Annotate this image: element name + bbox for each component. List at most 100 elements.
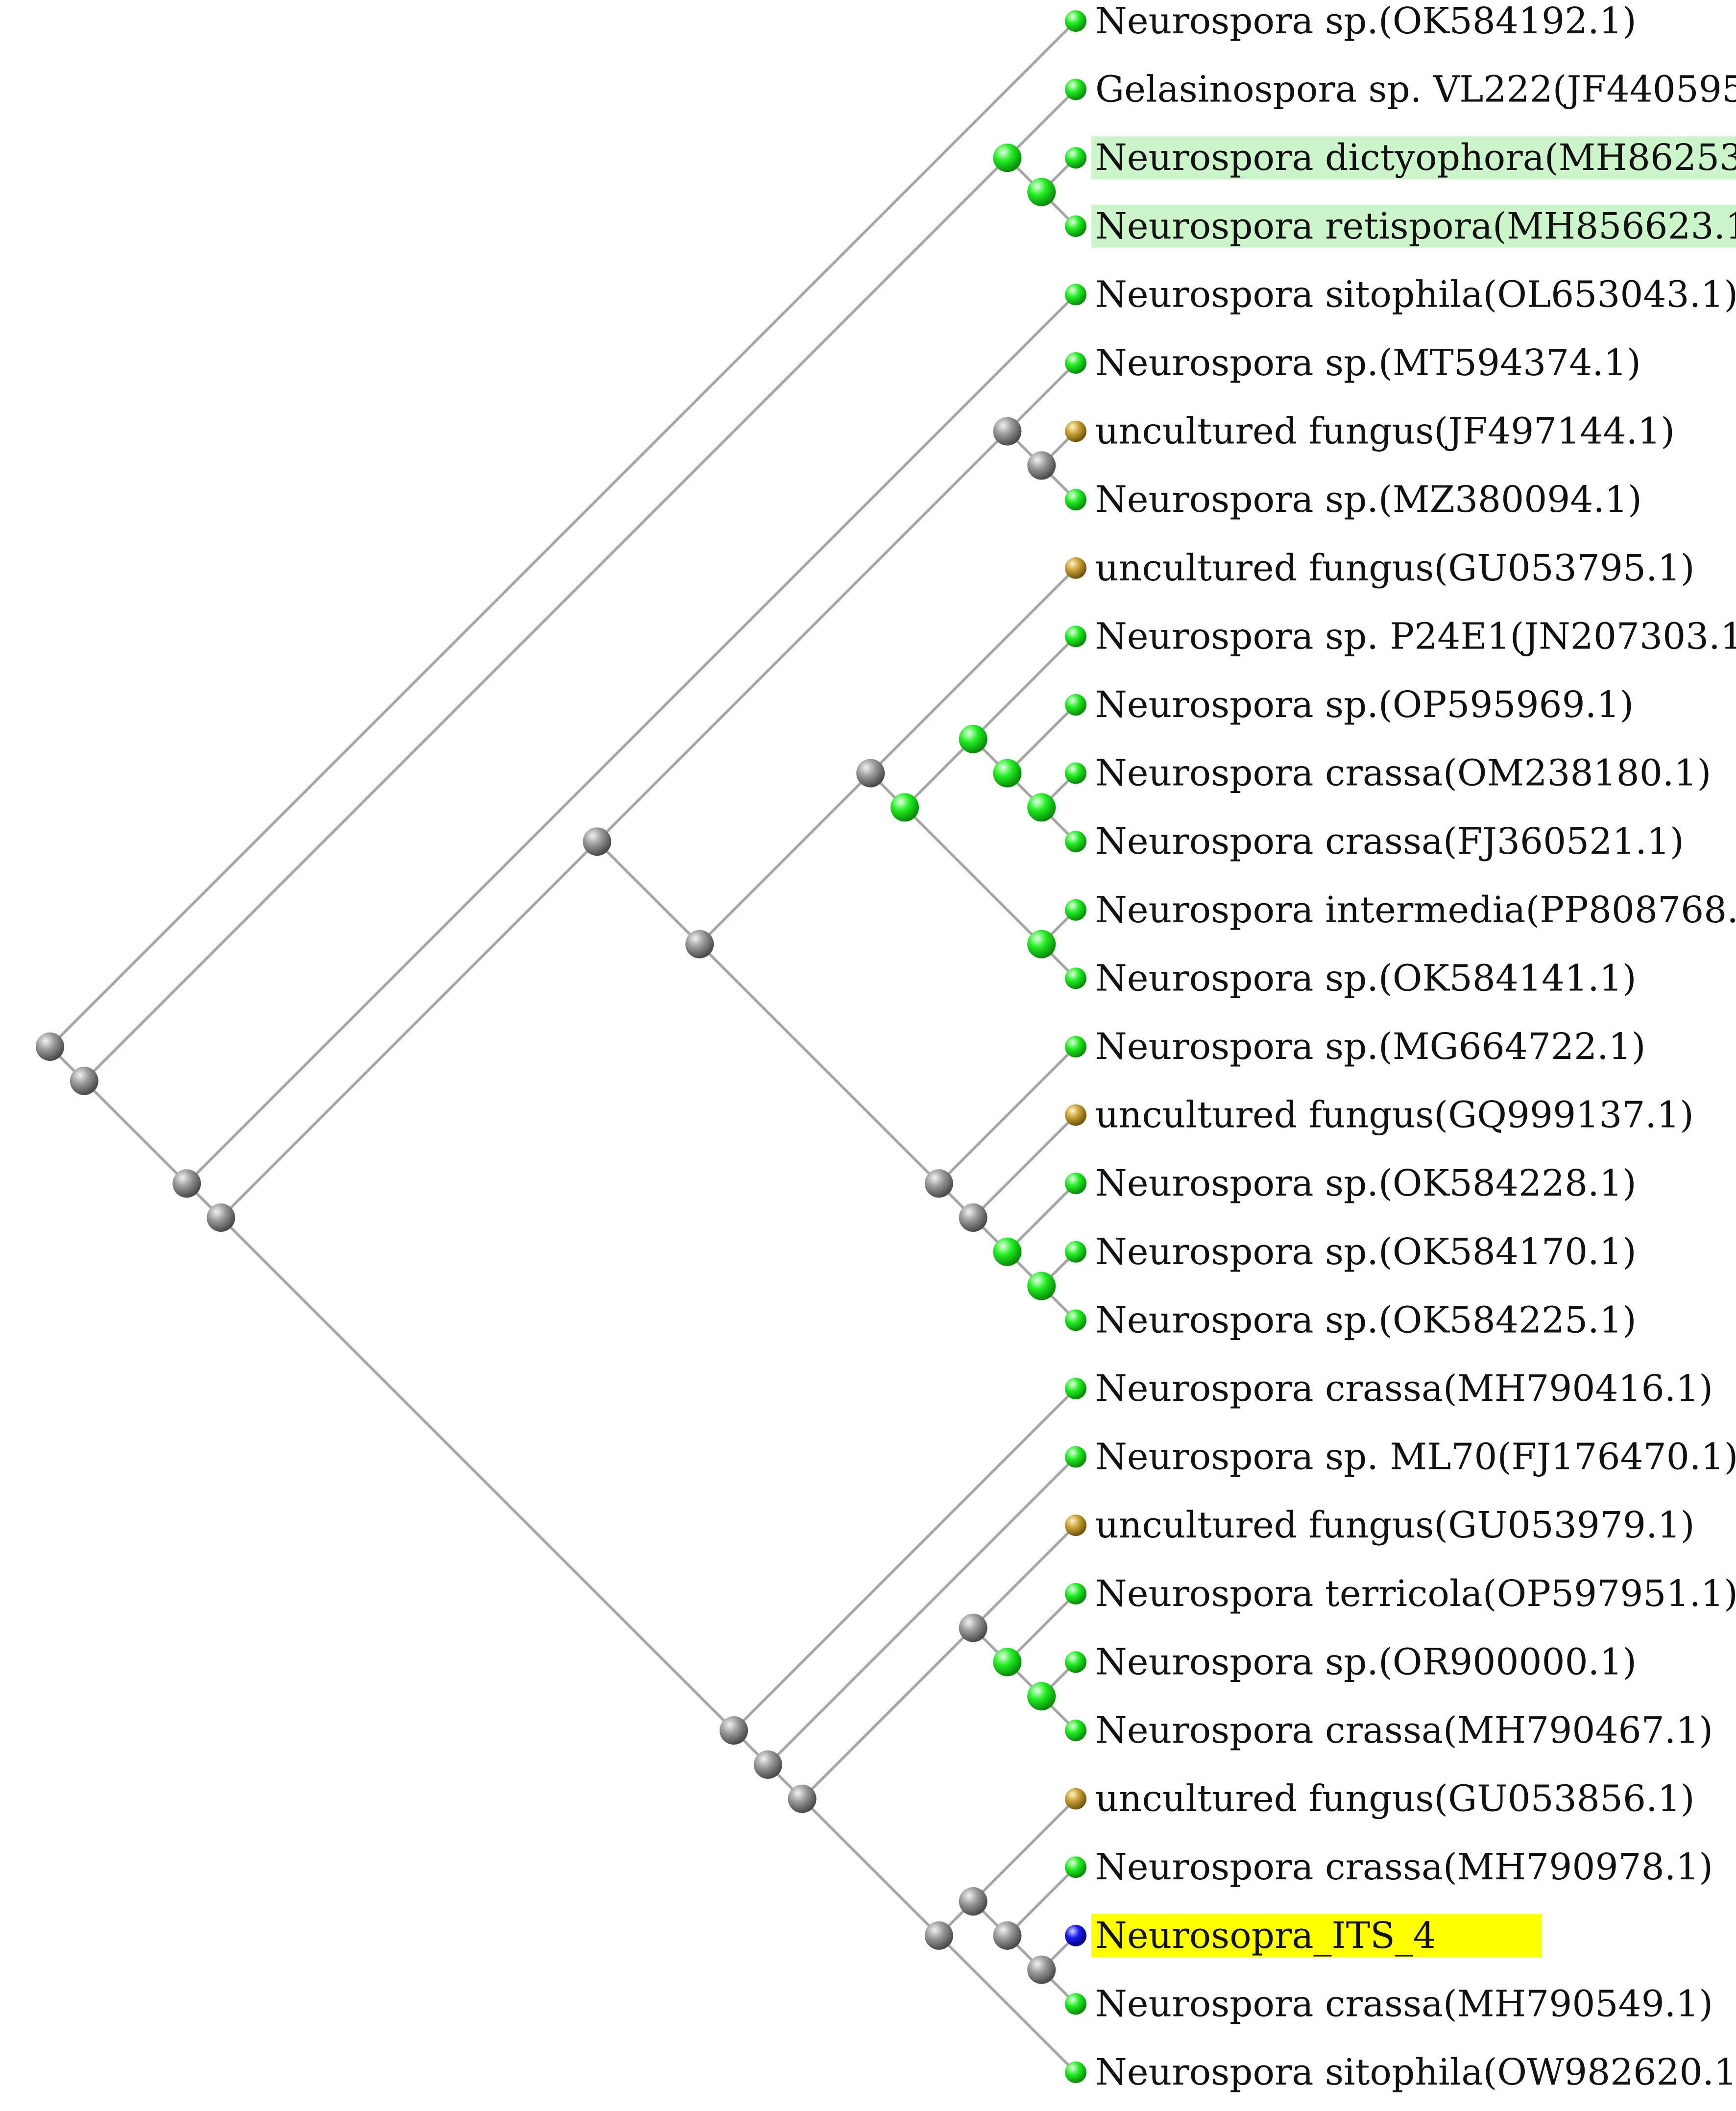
internal-node-N3[interactable]: [172, 1169, 201, 1198]
internal-node-NK[interactable]: [1027, 1682, 1056, 1711]
leaf-label[interactable]: Neurosopra_ITS_4: [1095, 1915, 1436, 1957]
leaf-label[interactable]: Gelasinospora sp. VL222(JF440595.1): [1095, 69, 1736, 111]
leaf-label[interactable]: uncultured fungus(JF497144.1): [1095, 410, 1675, 453]
internal-node-N9[interactable]: [856, 759, 885, 788]
internal-node-N17[interactable]: [959, 1887, 988, 1916]
leaf-node[interactable]: [1065, 762, 1086, 784]
branch-N4-N5: [219, 840, 599, 1219]
internal-node-N18[interactable]: [993, 1921, 1022, 1950]
leaf-label[interactable]: Neurospora sp.(MZ380094.1): [1095, 479, 1642, 521]
leaf-node[interactable]: [1065, 78, 1086, 100]
leaf-highlight: [1091, 136, 1736, 180]
leaf-label[interactable]: Neurospora sp.(OK584170.1): [1095, 1231, 1637, 1273]
leaf-label[interactable]: uncultured fungus(GQ999137.1): [1095, 1094, 1694, 1136]
leaf-node[interactable]: [1065, 1924, 1086, 1946]
branch-N4-N11: [219, 1216, 735, 1732]
leaf-label[interactable]: Neurospora sp.(OK584141.1): [1095, 957, 1637, 999]
branch-N3-L5: [185, 293, 1077, 1185]
internal-node-NF[interactable]: [1027, 793, 1056, 822]
leaf-node[interactable]: [1065, 2062, 1086, 2083]
leaf-node[interactable]: [1065, 10, 1086, 32]
leaf-label[interactable]: Neurospora sp. P24E1(JN207303.1): [1095, 615, 1736, 657]
internal-node-NB[interactable]: [1027, 178, 1056, 206]
leaf-node[interactable]: [1065, 1378, 1086, 1399]
leaf-label[interactable]: Neurospora crassa(MH790416.1): [1095, 1367, 1713, 1410]
leaf-label[interactable]: Neurospora crassa(FJ360521.1): [1095, 820, 1684, 863]
leaf-label[interactable]: Neurospora sp.(MT594374.1): [1095, 342, 1641, 384]
leaf-node[interactable]: [1065, 1720, 1086, 1741]
leaf-label[interactable]: Neurospora retispora(MH856623.1): [1095, 205, 1736, 247]
leaf-label[interactable]: uncultured fungus(GU053979.1): [1095, 1504, 1695, 1546]
leaf-node[interactable]: [1065, 420, 1086, 442]
internal-node-NE[interactable]: [993, 759, 1022, 788]
leaf-node[interactable]: [1065, 147, 1086, 169]
leaf-node[interactable]: [1065, 899, 1086, 921]
internal-node-NI[interactable]: [1027, 1271, 1056, 1300]
leaf-node[interactable]: [1065, 967, 1086, 989]
internal-node-N4[interactable]: [207, 1203, 235, 1232]
branch-N11-L21: [732, 1387, 1077, 1732]
leaf-node[interactable]: [1065, 1993, 1086, 2015]
branch-N17-L27: [971, 1797, 1077, 1903]
leaf-node[interactable]: [1065, 352, 1086, 374]
leaf-label[interactable]: uncultured fungus(GU053795.1): [1095, 547, 1695, 589]
internal-node-N16[interactable]: [924, 1921, 953, 1950]
leaf-label[interactable]: Neurospora terricola(OP597951.1): [1095, 1573, 1736, 1615]
leaf-node[interactable]: [1065, 625, 1086, 648]
leaf-label[interactable]: Neurospora dictyophora(MH862539.1): [1095, 137, 1736, 179]
internal-node-N2[interactable]: [70, 1066, 98, 1095]
leaf-node[interactable]: [1065, 489, 1086, 511]
internal-node-N13[interactable]: [753, 1750, 782, 1779]
internal-node-NC[interactable]: [891, 793, 919, 822]
leaf-node[interactable]: [1065, 1651, 1086, 1673]
leaf-label[interactable]: Neurospora crassa(MH790549.1): [1095, 1983, 1713, 2025]
leaf-node[interactable]: [1065, 1446, 1086, 1468]
leaf-label[interactable]: Neurospora sitophila(OW982620.1): [1095, 2051, 1736, 2093]
leaf-node[interactable]: [1065, 215, 1086, 237]
leaf-label[interactable]: uncultured fungus(GU053856.1): [1095, 1778, 1695, 1820]
leaf-node[interactable]: [1065, 1309, 1086, 1331]
internal-node-N19[interactable]: [1027, 1955, 1056, 1984]
leaf-node[interactable]: [1065, 1241, 1086, 1263]
internal-node-NG[interactable]: [1027, 930, 1056, 959]
internal-node-N5[interactable]: [582, 827, 611, 856]
branch-N18-L28: [1006, 1866, 1077, 1937]
leaf-node[interactable]: [1065, 831, 1086, 853]
leaf-label[interactable]: Neurospora sp.(OK584225.1): [1095, 1299, 1637, 1341]
internal-node-N15[interactable]: [959, 1613, 988, 1642]
leaf-node[interactable]: [1065, 1036, 1086, 1057]
leaf-node[interactable]: [1065, 1583, 1086, 1605]
leaf-label[interactable]: Neurospora crassa(OM238180.1): [1095, 752, 1711, 794]
internal-node-N6[interactable]: [993, 417, 1022, 446]
leaf-label[interactable]: Neurospora sp.(MG664722.1): [1095, 1026, 1646, 1068]
leaf-node[interactable]: [1065, 1788, 1086, 1810]
internal-node-NJ[interactable]: [993, 1648, 1022, 1677]
leaf-label[interactable]: Neurospora sp. ML70(FJ176470.1): [1095, 1436, 1736, 1478]
leaf-node[interactable]: [1065, 1104, 1086, 1126]
internal-node-N12[interactable]: [959, 1203, 988, 1232]
leaf-node[interactable]: [1065, 1173, 1086, 1195]
leaf-label[interactable]: Neurospora crassa(MH790978.1): [1095, 1846, 1713, 1888]
leaf-node[interactable]: [1065, 1514, 1086, 1536]
leaf-label[interactable]: Neurospora sp.(OK584192.1): [1095, 0, 1637, 42]
leaf-label[interactable]: Neurospora sitophila(OL653043.1): [1095, 273, 1736, 315]
internal-node-R[interactable]: [36, 1032, 64, 1061]
internal-node-N10[interactable]: [924, 1169, 953, 1198]
internal-node-N11[interactable]: [720, 1716, 748, 1745]
leaf-node[interactable]: [1065, 284, 1086, 306]
leaf-label[interactable]: Neurospora sp.(OP595969.1): [1095, 684, 1634, 726]
internal-node-NH[interactable]: [993, 1237, 1022, 1266]
internal-node-NA[interactable]: [993, 144, 1022, 172]
leaf-label[interactable]: Neurospora sp.(OK584228.1): [1095, 1162, 1637, 1204]
leaf-label[interactable]: Neurospora intermedia(PP808768.1): [1095, 889, 1736, 931]
leaf-node[interactable]: [1065, 1856, 1086, 1878]
internal-node-ND[interactable]: [959, 724, 988, 753]
leaf-label[interactable]: Neurospora sp.(OR900000.1): [1095, 1641, 1637, 1683]
internal-node-N8[interactable]: [1027, 451, 1056, 480]
leaf-node[interactable]: [1065, 694, 1086, 716]
internal-node-N14[interactable]: [788, 1784, 817, 1813]
leaf-label[interactable]: Neurospora crassa(MH790467.1): [1095, 1709, 1713, 1751]
internal-node-N7[interactable]: [685, 930, 714, 959]
leaf-node[interactable]: [1065, 557, 1086, 579]
